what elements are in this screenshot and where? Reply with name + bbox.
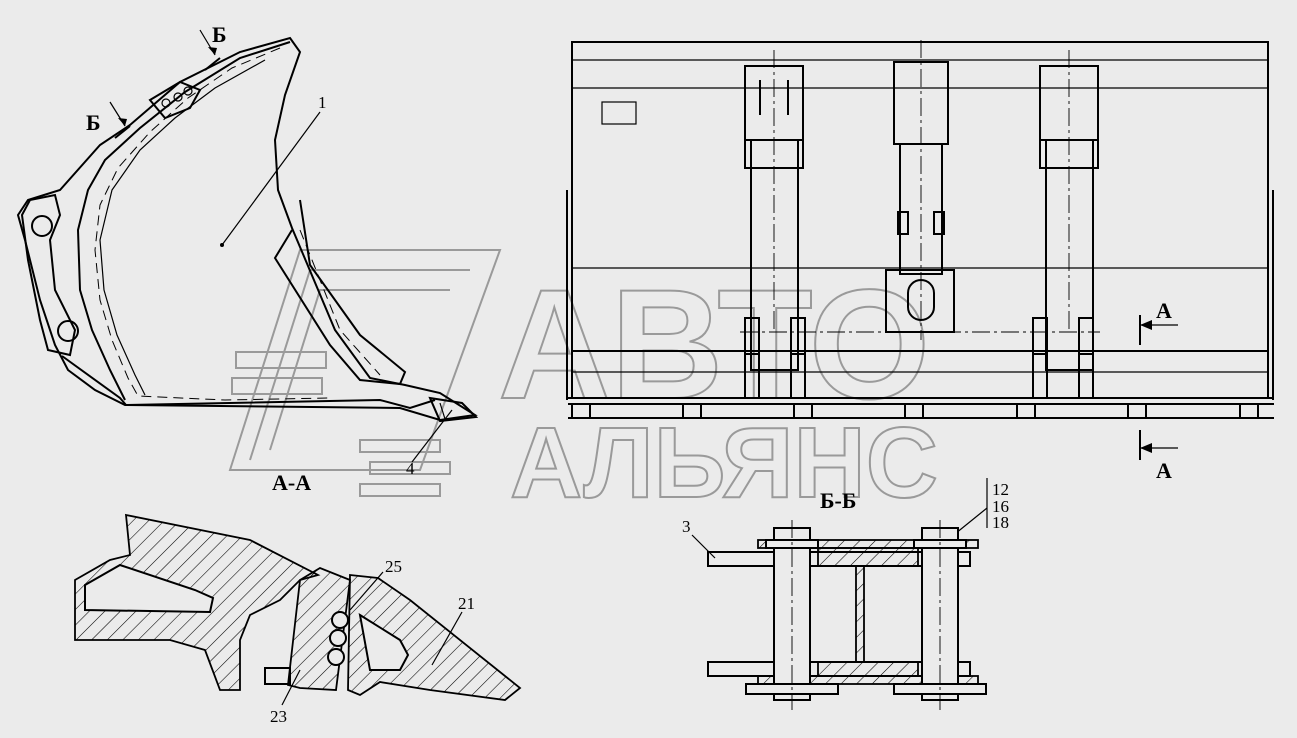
right-bracket [1032, 50, 1099, 399]
part-18-label: 18 [992, 513, 1009, 532]
bottom-bolts [571, 403, 1259, 419]
watermark: АВТО АЛЬЯНС [228, 249, 939, 520]
watermark-line1: АВТО [498, 258, 930, 432]
section-b-b: Б-Б 12 16 18 3 [682, 478, 1009, 710]
section-mark-a-top: А [1156, 298, 1172, 323]
section-b-b-title: Б-Б [820, 488, 856, 513]
section-a-a-title: А-А [272, 470, 311, 495]
part-4-label: 4 [406, 459, 415, 478]
part-3-label: 3 [682, 517, 691, 536]
watermark-logo [228, 249, 502, 497]
part-16-label: 16 [992, 497, 1009, 516]
section-a-a: А-А 25 21 23 [74, 470, 522, 726]
part-25-label: 25 [385, 557, 402, 576]
middle-bracket [885, 40, 955, 340]
section-mark-b-top: Б [212, 22, 227, 47]
section-mark-b-left: Б [86, 110, 101, 135]
part-12-label: 12 [992, 480, 1009, 499]
watermark-line2: АЛЬЯНС [510, 407, 938, 519]
bucket-side-view: 1 4 Б Б [16, 22, 479, 478]
section-mark-a-bottom: А [1156, 458, 1172, 483]
left-bracket [744, 50, 806, 399]
part-23-label: 23 [270, 707, 287, 726]
bucket-front-view: А А [566, 40, 1274, 483]
part-21-label: 21 [458, 594, 475, 613]
part-1-label: 1 [318, 93, 327, 112]
